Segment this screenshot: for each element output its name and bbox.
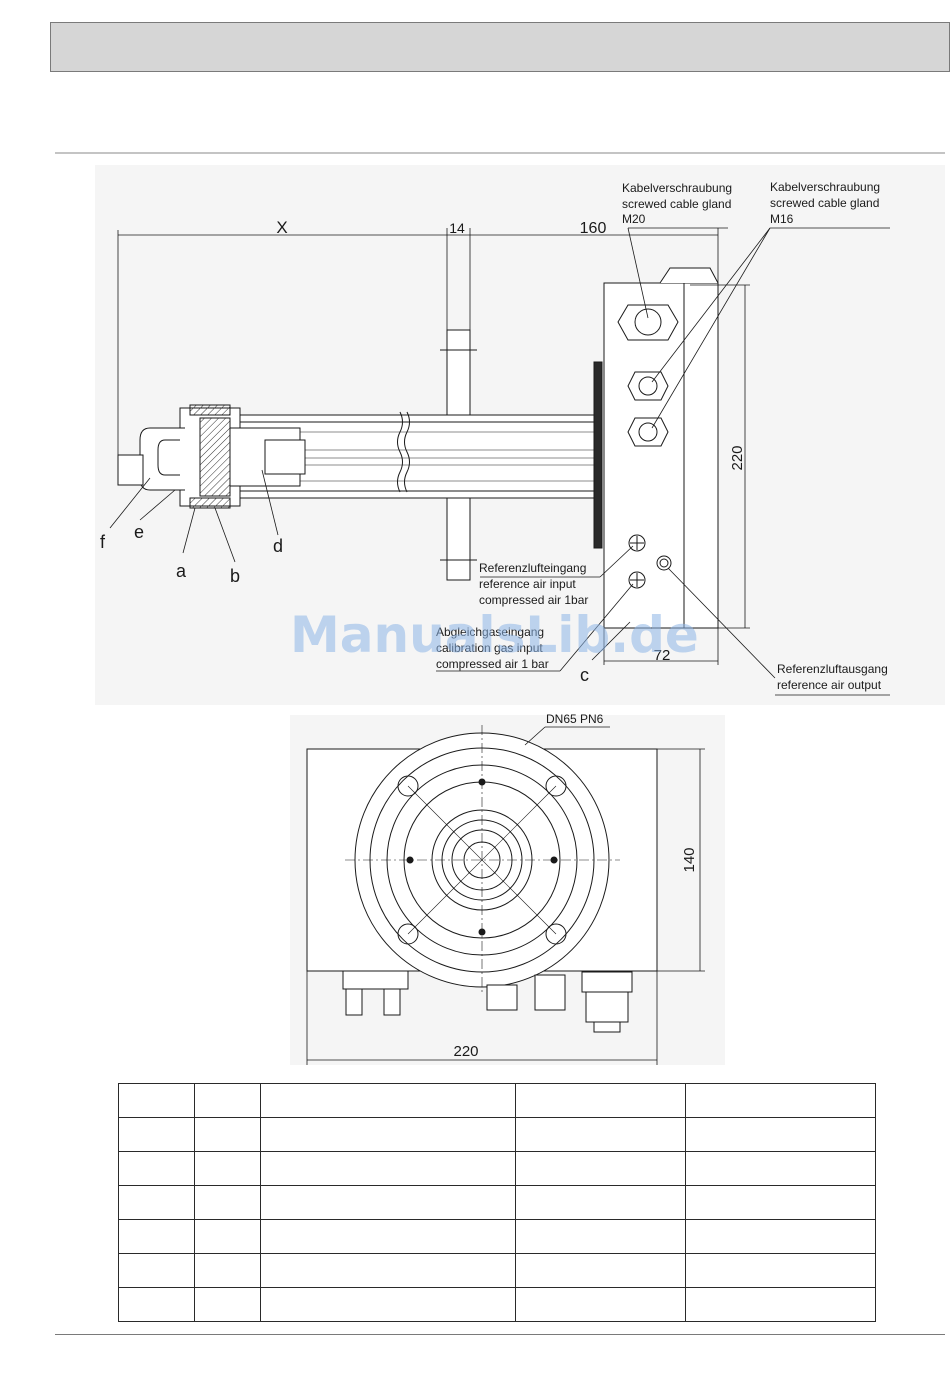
table-cell xyxy=(193,1083,261,1118)
flange-label: DN65 PN6 xyxy=(546,712,604,726)
dim-220-side-label: 220 xyxy=(729,445,746,470)
table-cell xyxy=(685,1151,876,1186)
table-cell xyxy=(259,1117,517,1152)
dim-72-label: 72 xyxy=(654,647,671,664)
table-cell xyxy=(193,1253,261,1288)
table-cell xyxy=(193,1185,261,1220)
svg-text:screwed cable gland: screwed cable gland xyxy=(770,196,879,210)
svg-text:Referenzlufteingang: Referenzlufteingang xyxy=(479,561,586,575)
gland-m16-label: Kabelverschraubung screwed cable gland M… xyxy=(770,180,880,226)
svg-text:compressed air 1bar: compressed air 1bar xyxy=(479,593,588,607)
table-cell xyxy=(515,1253,687,1288)
label-b: b xyxy=(230,566,240,586)
table-row xyxy=(118,1117,876,1152)
label-d: d xyxy=(273,536,283,556)
table-row xyxy=(118,1287,876,1322)
table-cell xyxy=(685,1253,876,1288)
table-cell xyxy=(118,1219,195,1254)
table-cell xyxy=(193,1219,261,1254)
svg-text:calibration gas input: calibration gas input xyxy=(436,641,543,655)
table-cell xyxy=(118,1253,195,1288)
front-view xyxy=(290,715,725,1065)
side-view xyxy=(95,165,945,705)
table-cell xyxy=(515,1117,687,1152)
table-cell xyxy=(193,1287,261,1322)
table-cell xyxy=(193,1117,261,1152)
svg-text:reference air output: reference air output xyxy=(777,678,882,692)
table-cell xyxy=(118,1117,195,1152)
label-f: f xyxy=(100,532,106,552)
dim-x-label: X xyxy=(276,218,287,237)
table-cell xyxy=(685,1117,876,1152)
label-e: e xyxy=(134,522,144,542)
svg-text:compressed air 1 bar: compressed air 1 bar xyxy=(436,657,549,671)
table-cell xyxy=(118,1185,195,1220)
table-cell xyxy=(685,1083,876,1118)
top-rule xyxy=(55,152,945,154)
cal-gas-input-label: Abgleichgaseingang calibration gas input… xyxy=(436,625,549,671)
svg-text:Abgleichgaseingang: Abgleichgaseingang xyxy=(436,625,544,639)
svg-text:Kabelverschraubung: Kabelverschraubung xyxy=(770,180,880,194)
label-a: a xyxy=(176,561,187,581)
table-cell xyxy=(118,1083,195,1118)
table-cell xyxy=(259,1083,517,1118)
spec-table xyxy=(118,1083,876,1322)
header-bar xyxy=(50,22,950,72)
svg-text:reference air input: reference air input xyxy=(479,577,576,591)
ref-air-input-label: Referenzlufteingang reference air input … xyxy=(479,561,588,607)
dim-14-label: 14 xyxy=(449,220,465,236)
svg-text:M16: M16 xyxy=(770,212,794,226)
table-cell xyxy=(515,1185,687,1220)
table-cell xyxy=(515,1083,687,1118)
dim-140-label: 140 xyxy=(681,847,698,872)
svg-text:Referenzluftausgang: Referenzluftausgang xyxy=(777,662,888,676)
dim-220-front-label: 220 xyxy=(453,1043,478,1060)
watermark: ManualsLib.de xyxy=(290,606,699,664)
table-cell xyxy=(515,1287,687,1322)
svg-text:screwed cable gland: screwed cable gland xyxy=(622,197,731,211)
dim-160-label: 160 xyxy=(580,220,607,237)
table-cell xyxy=(685,1219,876,1254)
svg-text:M20: M20 xyxy=(622,212,646,226)
gland-m20-label: Kabelverschraubung screwed cable gland M… xyxy=(622,181,732,226)
table-cell xyxy=(685,1287,876,1322)
table-cell xyxy=(118,1151,195,1186)
label-c: c xyxy=(580,665,589,685)
table-row xyxy=(118,1083,876,1118)
table-cell xyxy=(259,1151,517,1186)
table-cell xyxy=(515,1151,687,1186)
table-cell xyxy=(515,1219,687,1254)
ref-air-output-label: Referenzluftausgang reference air output xyxy=(777,662,888,692)
table-cell xyxy=(118,1287,195,1322)
table-cell xyxy=(259,1219,517,1254)
table-cell xyxy=(259,1287,517,1322)
table-row xyxy=(118,1219,876,1254)
table-row xyxy=(118,1151,876,1186)
table-cell xyxy=(685,1185,876,1220)
svg-text:Kabelverschraubung: Kabelverschraubung xyxy=(622,181,732,195)
table-cell xyxy=(259,1253,517,1288)
table-row xyxy=(118,1253,876,1288)
table-row xyxy=(118,1185,876,1220)
bottom-rule xyxy=(55,1334,945,1335)
table-cell xyxy=(193,1151,261,1186)
table-cell xyxy=(259,1185,517,1220)
